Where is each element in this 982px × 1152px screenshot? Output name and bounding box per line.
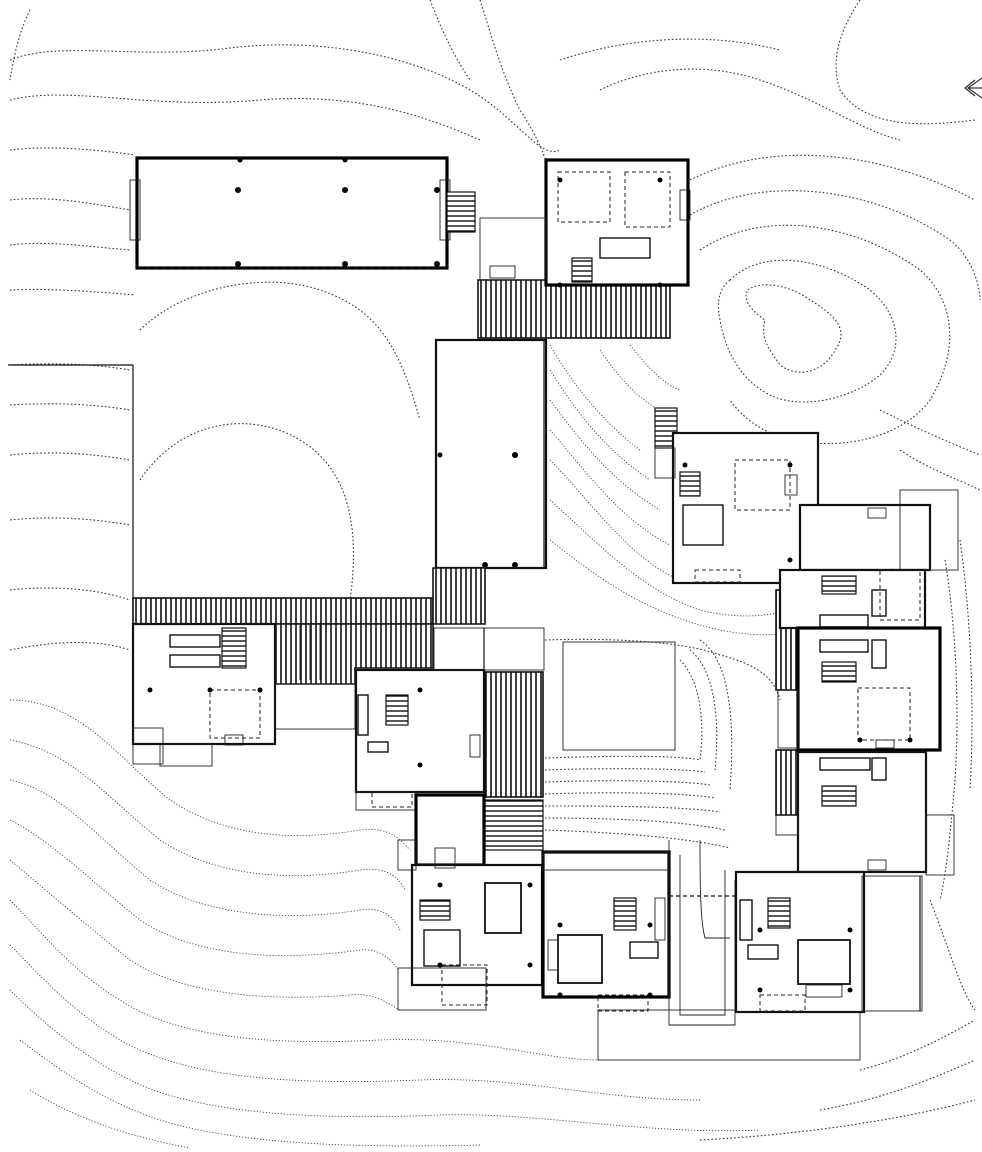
contour-line (717, 259, 897, 403)
contour-line (29, 1089, 191, 1149)
contour-line (544, 805, 721, 813)
contour-line (549, 399, 661, 511)
contour-line (9, 94, 481, 141)
contour-line (9, 288, 136, 296)
stair (821, 661, 857, 683)
contour-line (549, 429, 671, 546)
stair (679, 471, 701, 497)
contour-line (9, 44, 561, 153)
deck (775, 749, 799, 816)
contour-line (549, 459, 681, 581)
decks (132, 279, 799, 851)
contour-line (544, 638, 781, 701)
house-unit (354, 627, 545, 811)
north-arrow-icon (964, 77, 982, 99)
contour-line (559, 38, 781, 61)
deck (274, 567, 486, 685)
walkway (668, 839, 736, 1026)
contour-line (679, 659, 703, 761)
contour-line (859, 1019, 976, 1071)
contour-line (544, 829, 731, 849)
contour-line (699, 639, 733, 791)
contour-line (9, 452, 131, 461)
house-unit (734, 870, 923, 1014)
contour-line (544, 792, 716, 799)
contour-line (549, 499, 781, 617)
contour-line (9, 989, 761, 1132)
contour-line (689, 649, 718, 771)
house-unit (775, 750, 955, 876)
contour-line (549, 344, 641, 451)
contour-line (9, 944, 701, 1101)
house-unit (479, 158, 691, 288)
contour-line (549, 369, 651, 481)
contour-line (629, 344, 681, 391)
contour-line (9, 403, 131, 411)
contour-line (139, 423, 355, 601)
contour-line (9, 242, 131, 251)
stair (446, 191, 476, 233)
contour-line (745, 284, 842, 373)
stair (419, 899, 451, 921)
contour-line (9, 9, 31, 81)
contour-line (599, 349, 661, 411)
deck (477, 279, 671, 339)
stair (385, 694, 409, 726)
contour-line (9, 699, 411, 851)
contour-line (9, 641, 131, 651)
contour-lines (9, 0, 981, 1149)
contour-line (9, 147, 136, 156)
contour-line (19, 1039, 481, 1147)
deck (484, 671, 544, 798)
contour-line (9, 779, 401, 931)
house-unit (798, 489, 959, 572)
contour-line (959, 539, 973, 791)
contour-line (544, 755, 701, 761)
stair (221, 627, 247, 669)
contour-line (835, 0, 976, 125)
house-unit (778, 568, 927, 630)
contour-line (9, 739, 406, 891)
stair (821, 575, 857, 595)
contour-line (9, 859, 401, 1011)
stair (484, 799, 544, 851)
contour-line (689, 154, 976, 201)
stair (767, 897, 791, 929)
contour-line (544, 817, 726, 831)
house-unit (654, 431, 820, 585)
contour-line (929, 899, 976, 1011)
contour-line (9, 198, 131, 211)
contour-line (599, 68, 901, 141)
stair (613, 897, 637, 931)
house-unit (777, 626, 942, 752)
contour-line (9, 517, 131, 526)
house-unit (397, 793, 544, 1011)
stair (571, 257, 593, 283)
contour-line (544, 768, 706, 773)
pavilion-building (434, 338, 548, 570)
contour-line (699, 224, 951, 445)
contour-line (9, 363, 131, 371)
contour-line (429, 0, 471, 81)
contour-line (9, 819, 399, 971)
contour-line (9, 587, 131, 601)
contour-line (879, 409, 981, 456)
contour-line (819, 1059, 976, 1111)
plaza (562, 641, 676, 751)
courtyard-enclosure (8, 364, 134, 600)
contour-line (139, 281, 421, 421)
contour-line (699, 1099, 976, 1141)
deck (132, 597, 434, 625)
contour-line (549, 539, 781, 636)
contour-line (479, 0, 551, 171)
house-unit (541, 850, 861, 1061)
stair (821, 785, 857, 807)
contour-line (899, 449, 981, 491)
contour-line (939, 559, 958, 901)
main-hall-building (129, 156, 476, 270)
contour-line (544, 780, 711, 786)
contour-line (689, 190, 981, 301)
